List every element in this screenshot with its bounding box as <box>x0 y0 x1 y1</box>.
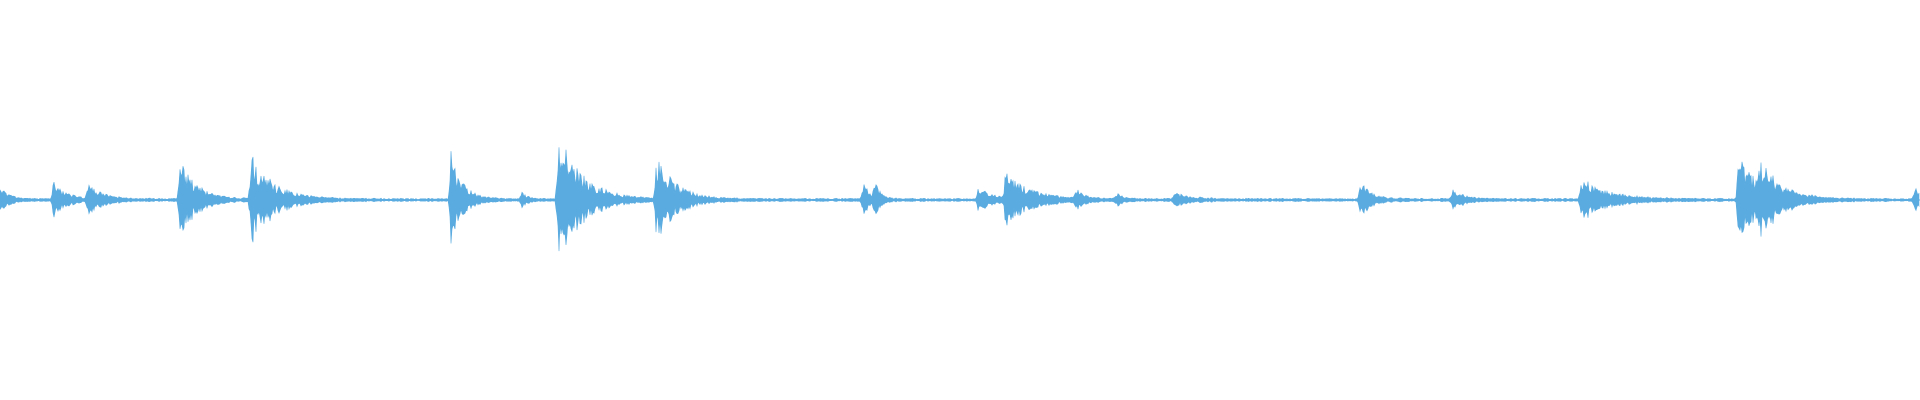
waveform-envelope <box>0 147 1920 252</box>
